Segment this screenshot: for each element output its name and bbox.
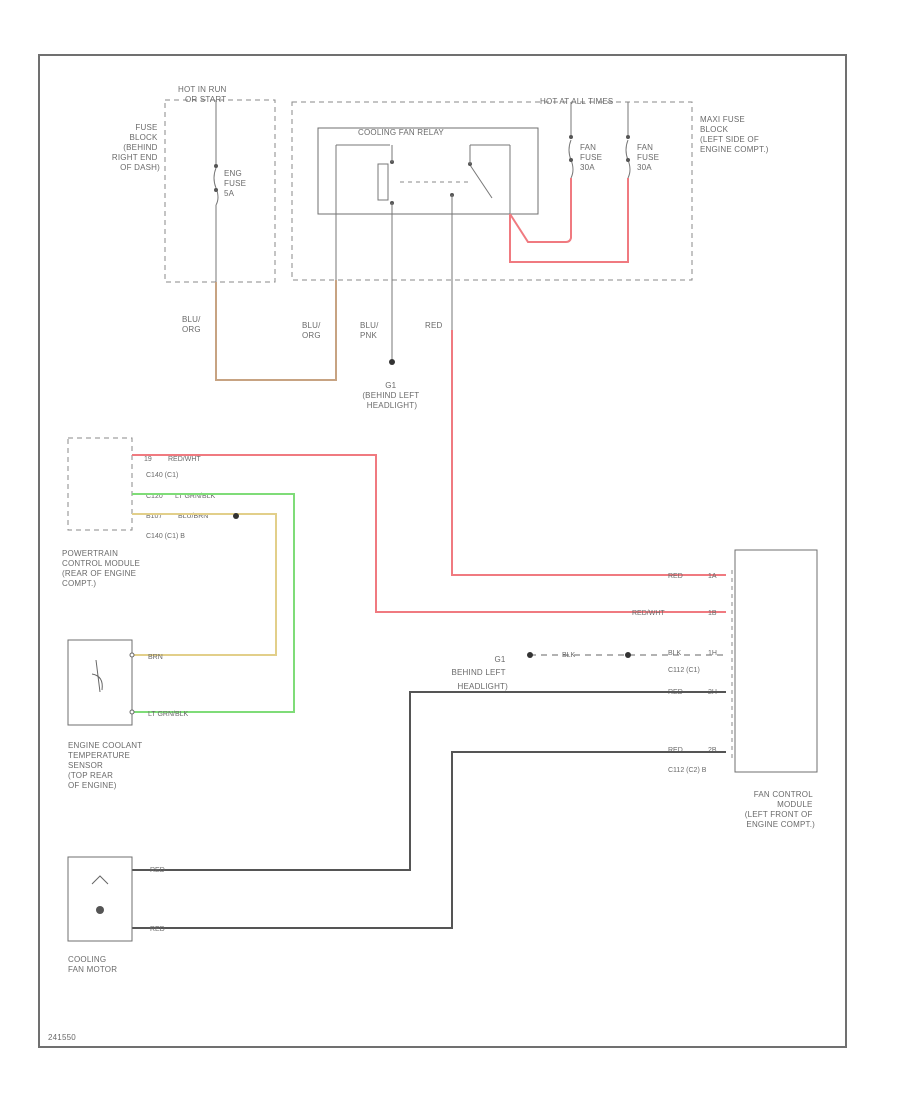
fcm-connector-b: C112 (C2) B (668, 767, 707, 774)
cooling-fan-motor-box (67, 856, 133, 942)
wire-red-relay-fcm (451, 330, 726, 576)
fcm-label: FAN CONTROL MODULE (LEFT FRONT OF ENGINE… (745, 790, 815, 829)
wire-blu-pnk-label: BLU/ PNK (360, 321, 381, 340)
wire-red-top-label: RED (425, 321, 443, 330)
pcm-connector-a: C140 (C1) (146, 472, 178, 479)
thermistor-icon (91, 659, 103, 693)
fcm-ground-label: G1 BEHIND LEFT HEADLIGHT) (451, 655, 508, 691)
fan-fuse-1-label: FAN FUSE 30A (580, 143, 605, 172)
relay-label: COOLING FAN RELAY (358, 128, 444, 137)
pcm-outline (67, 437, 133, 531)
fcm-connector-a: C112 (C1) (668, 667, 700, 674)
hot-at-all-times-label: HOT AT ALL TIMES (540, 97, 613, 106)
fan-fuse-2-label: FAN FUSE 30A (637, 143, 662, 172)
pcm-pin-19: 19 (144, 456, 152, 463)
fcm-wire-blk-label: BLK (668, 650, 682, 657)
eng-fuse-label: ENG FUSE 5A (224, 169, 249, 198)
fuse-block-label: FUSE BLOCK (BEHIND RIGHT END OF DASH) (112, 123, 160, 172)
ect-sensor-box (67, 639, 133, 726)
wire-red-fuse2 (509, 178, 629, 263)
fcm-wire-red-label: RED (668, 573, 683, 580)
maxi-fuse-block-outline (291, 101, 693, 281)
ect-sensor-label: ENGINE COOLANT TEMPERATURE SENSOR (TOP R… (68, 741, 145, 790)
relay-coil-icon (377, 163, 389, 201)
pcm-pin-c: C120 (146, 493, 163, 500)
fcm-wire-red-wht-label: RED/WHT (632, 610, 665, 617)
fan-control-module (734, 549, 818, 773)
fcm-wire-gnd-label: BLK (562, 652, 576, 659)
ect-wire-brn-label: BRN (148, 654, 163, 661)
wire-red-wht-pcm-fcm (132, 454, 726, 613)
ect-wire-lt-grn-label: LT GRN/BLK (148, 711, 189, 718)
pcm-wire-red-wht-label: RED/WHT (168, 456, 201, 463)
maxi-fuse-block-label: MAXI FUSE BLOCK (LEFT SIDE OF ENGINE COM… (700, 115, 769, 154)
wire-red-fan-2 (132, 751, 726, 929)
fcm-pin-a: 1A (708, 573, 717, 580)
fuse-block-outline (164, 99, 276, 283)
fcm-wire-red-2-label: RED (668, 747, 683, 754)
fcm-pin-b: 1B (708, 610, 717, 617)
ground-g1-icon (389, 359, 395, 365)
pcm-wire-blu-brn-label: BLU/BRN (178, 513, 208, 520)
wire-blu-brn (132, 513, 277, 656)
cooling-fan-relay (317, 127, 539, 215)
pcm-wire-lt-grn-blk-label: LT GRN/BLK (175, 493, 216, 500)
pcm-connector-b: C140 (C1) B (146, 533, 185, 540)
cooling-fan-motor-label: COOLING FAN MOTOR (68, 955, 117, 974)
splice-dot (233, 513, 239, 519)
fan-motor-icon (91, 875, 109, 885)
fan-motor-wire-red-1-label: RED (150, 867, 165, 874)
wire-blu-org (215, 280, 337, 381)
wire-lt-grn-blk (132, 493, 295, 713)
wire-blu-org-2-label: BLU/ ORG (302, 321, 323, 340)
hot-in-run-label: HOT IN RUN OR START (178, 85, 229, 104)
fcm-pin-e: 2B (708, 747, 717, 754)
fcm-pin-c: 1H (708, 650, 717, 657)
fan-motor-wire-red-2-label: RED (150, 926, 165, 933)
wire-blu-org-1-label: BLU/ ORG (182, 315, 203, 334)
eng-fuse-terminal-top (214, 164, 218, 168)
wire-red-fuse1 (509, 178, 572, 243)
eng-fuse-icon (213, 167, 219, 206)
pcm-label: POWERTRAIN CONTROL MODULE (REAR OF ENGIN… (62, 549, 143, 588)
diagram-frame (38, 54, 847, 1048)
wire-red-fan-1 (132, 691, 726, 871)
pcm-pin-d: B107 (146, 513, 162, 520)
fcm-ground-icon (527, 652, 533, 658)
ground-g1-label: G1 (BEHIND LEFT HEADLIGHT) (362, 381, 421, 410)
diagram-code: 241550 (48, 1033, 76, 1042)
relay-switch-icon (469, 164, 493, 199)
